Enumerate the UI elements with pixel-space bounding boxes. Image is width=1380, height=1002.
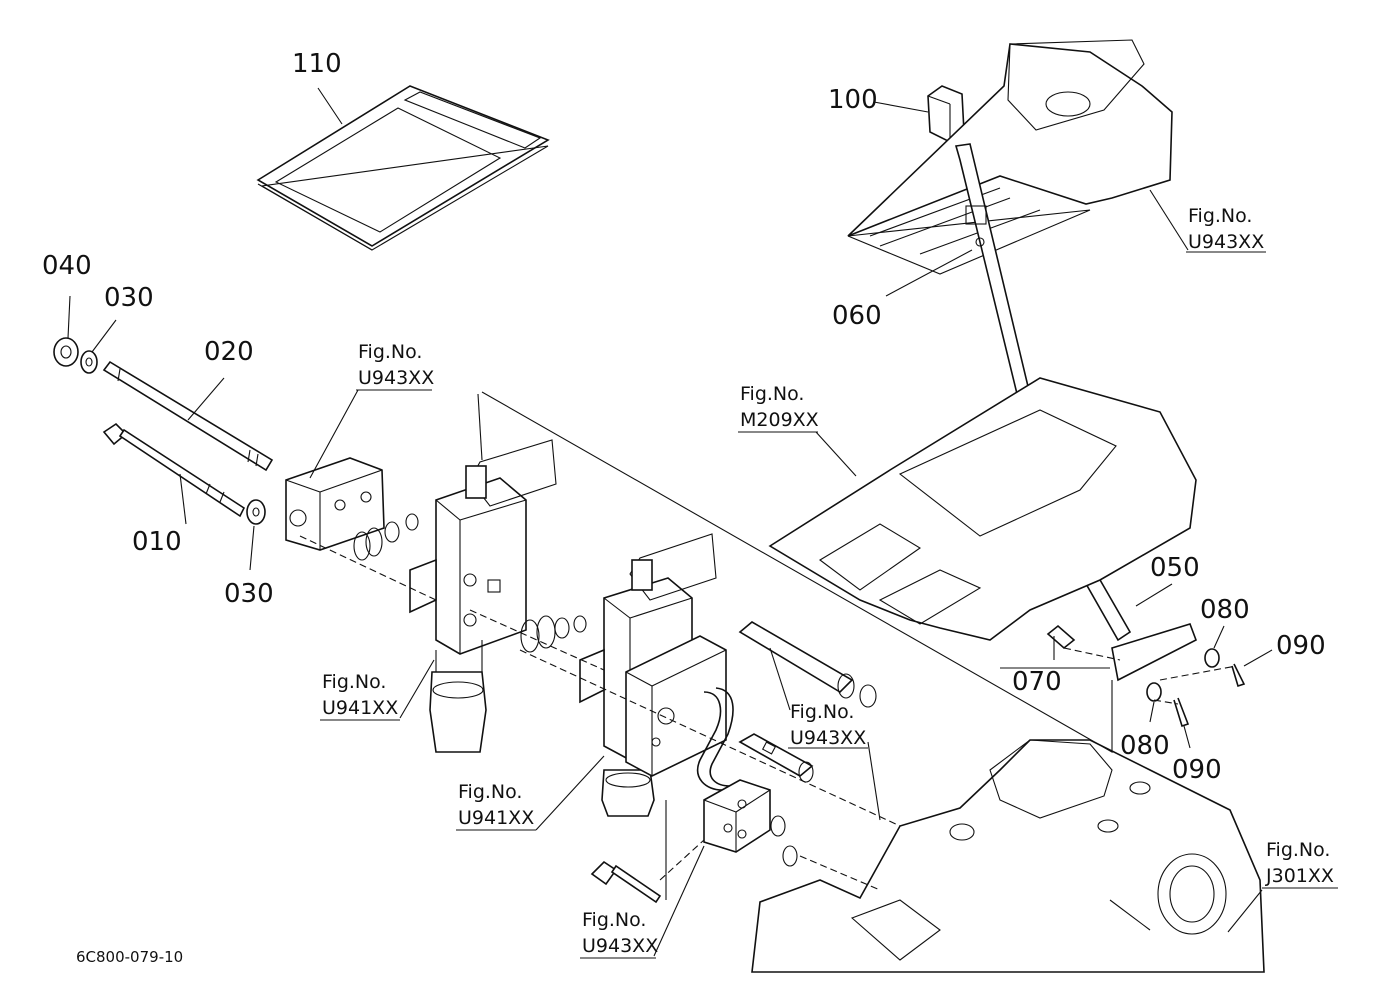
- label-010: 010: [132, 527, 182, 557]
- lever-knob-100[interactable]: [927, 85, 965, 143]
- washer-080-right[interactable]: [1204, 648, 1220, 668]
- fig-ref-adapter[interactable]: Fig.No. U943XX: [580, 909, 658, 959]
- fig-ref-floor-panel[interactable]: Fig.No. M209XX: [738, 383, 819, 433]
- leader-lines: [67, 87, 1273, 957]
- svg-text:U943XX: U943XX: [358, 367, 434, 389]
- stud-bolt-020[interactable]: [102, 360, 274, 472]
- washer-030-top[interactable]: [80, 350, 98, 374]
- reference-frame: [477, 391, 1113, 900]
- svg-text:Fig.No.: Fig.No.: [790, 701, 854, 723]
- outlet-block[interactable]: [625, 635, 727, 777]
- shift-lever-050[interactable]: [954, 143, 1197, 682]
- label-020: 020: [204, 337, 254, 367]
- part-number-labels: 110 100 060 040 030 020 010 030 050 070 …: [42, 49, 1326, 785]
- adapter-block[interactable]: [703, 779, 771, 853]
- o-rings-left: [353, 513, 419, 561]
- svg-text:U943XX: U943XX: [790, 727, 866, 749]
- end-plate[interactable]: [285, 457, 385, 551]
- diagram-code: 6C800-079-10: [76, 948, 183, 966]
- o-rings-middle: [520, 615, 587, 653]
- small-o-rings: [770, 815, 798, 867]
- svg-text:Fig.No.: Fig.No.: [458, 781, 522, 803]
- label-030-bottom: 030: [224, 579, 274, 609]
- svg-text:M209XX: M209XX: [740, 409, 819, 431]
- adapter-fitting[interactable]: [738, 733, 814, 783]
- label-080-bottom: 080: [1120, 731, 1170, 761]
- floor-panel[interactable]: [768, 377, 1197, 641]
- fig-ref-end-plate[interactable]: Fig.No. U943XX: [356, 341, 434, 391]
- label-070: 070: [1012, 667, 1062, 697]
- cotter-pin-090-right[interactable]: [1231, 663, 1246, 688]
- label-110: 110: [292, 49, 342, 79]
- fig-ref-valve-right[interactable]: Fig.No. U941XX: [456, 781, 536, 831]
- svg-text:Fig.No.: Fig.No.: [582, 909, 646, 931]
- svg-text:U941XX: U941XX: [322, 697, 398, 719]
- alignment-lines: [299, 535, 1237, 891]
- bolt-010[interactable]: [102, 422, 246, 518]
- hex-bolt[interactable]: [590, 860, 662, 904]
- clevis-pin-070[interactable]: [1046, 624, 1076, 650]
- transmission-housing[interactable]: [751, 739, 1265, 973]
- label-040: 040: [42, 251, 92, 281]
- cotter-pin-090-bottom[interactable]: [1173, 697, 1190, 728]
- svg-text:J301XX: J301XX: [1265, 865, 1334, 887]
- svg-text:U943XX: U943XX: [1188, 231, 1264, 253]
- manual-booklet-110[interactable]: [256, 85, 550, 251]
- svg-text:Fig.No.: Fig.No.: [1266, 839, 1330, 861]
- figure-reference-labels: Fig.No. U943XX Fig.No. U943XX Fig.No. M2…: [320, 205, 1338, 959]
- svg-text:U941XX: U941XX: [458, 807, 534, 829]
- connecting-pipe[interactable]: [738, 621, 877, 708]
- label-100: 100: [828, 85, 878, 115]
- label-060: 060: [832, 301, 882, 331]
- svg-text:U943XX: U943XX: [582, 935, 658, 957]
- fig-ref-connecting-pipe[interactable]: Fig.No. U943XX: [788, 701, 868, 749]
- fig-ref-valve-left[interactable]: Fig.No. U941XX: [320, 671, 400, 721]
- washer-080-bottom[interactable]: [1146, 682, 1162, 702]
- svg-text:Fig.No.: Fig.No.: [322, 671, 386, 693]
- nut-040[interactable]: [53, 337, 79, 367]
- fig-ref-console[interactable]: Fig.No. U943XX: [1186, 205, 1266, 253]
- svg-text:Fig.No.: Fig.No.: [740, 383, 804, 405]
- svg-text:Fig.No.: Fig.No.: [1188, 205, 1252, 227]
- control-valve-left[interactable]: [409, 439, 557, 753]
- label-090-bottom: 090: [1172, 755, 1222, 785]
- fig-ref-housing[interactable]: Fig.No. J301XX: [1262, 839, 1338, 889]
- svg-text:Fig.No.: Fig.No.: [358, 341, 422, 363]
- label-030-top: 030: [104, 283, 154, 313]
- label-090-right: 090: [1276, 631, 1326, 661]
- washer-030-bottom[interactable]: [246, 499, 266, 525]
- hydraulic-pipe-u: [697, 687, 734, 791]
- console-cover[interactable]: [847, 39, 1173, 275]
- label-050: 050: [1150, 553, 1200, 583]
- label-080-right: 080: [1200, 595, 1250, 625]
